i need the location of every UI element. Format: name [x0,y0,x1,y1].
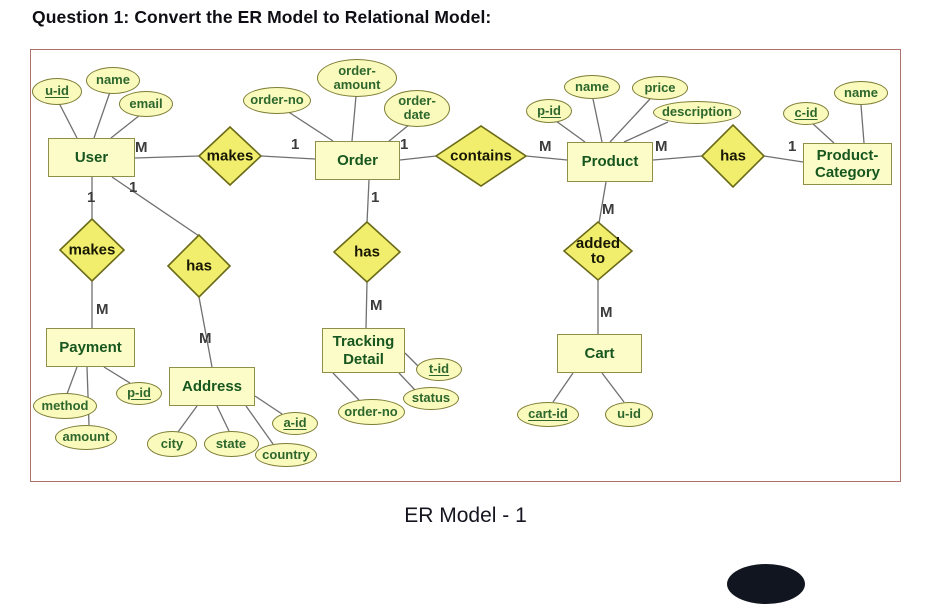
attribute-payment-method: method [33,393,97,419]
attribute-cart-u-id: u-id [605,401,653,427]
attribute-order-order-date: order-date [384,89,450,127]
attribute-tracking-detail-t-id: t-id [416,357,462,381]
cardinality-user-makes-payment: 1 [87,189,96,206]
attribute-user-name: name [86,66,140,94]
cardinality-added-to-cart: M [600,304,613,321]
cardinality-user-has-address: 1 [129,179,138,196]
webcam-overlay-shape [727,564,805,604]
attribute-address-country: country [255,443,317,467]
attribute-tracking-detail-status: status [403,386,459,410]
relationship-label-makes-user-payment: makes [68,241,116,259]
attribute-product-description: description [653,100,741,124]
cardinality-product-added-to: M [602,201,615,218]
attribute-payment-amount: amount [55,424,117,450]
relationship-label-contains-order-product: contains [450,147,512,165]
relationship-label-has-user-address: has [186,257,212,275]
attribute-address-city: city [147,431,197,457]
attribute-product-category-c-id: c-id [783,101,829,125]
attribute-order-order-amount: order-amount [317,59,397,97]
attribute-product-price: price [632,76,688,100]
attribute-payment-p-id: p-id [116,381,162,405]
cardinality-has-address: M [199,330,212,347]
attribute-address-a-id: a-id [272,411,318,435]
entity-user: User [48,138,135,177]
cardinality-has-tracking-detail: M [370,297,383,314]
relationship-label-has-product-category: has [720,147,746,165]
entity-order: Order [315,141,400,180]
entity-product-category: Product-Category [803,143,892,185]
entity-product: Product [567,142,653,182]
relationship-label-added-to-product-cart: added to [575,235,621,267]
attribute-product-name: name [564,75,620,99]
attribute-address-state: state [203,431,259,457]
cardinality-order-has-tracking: 1 [371,189,380,206]
attribute-product-p-id: p-id [526,99,572,123]
attribute-tracking-detail-order-no: order-no [337,399,405,425]
attribute-user-email: email [119,91,173,117]
entity-address: Address [169,367,255,406]
cardinality-has-product-category: 1 [788,138,797,155]
cardinality-makes-order: 1 [291,136,300,153]
entity-payment: Payment [46,328,135,367]
cardinality-user-makes: M [135,139,148,156]
relationship-label-has-order-tracking: has [354,243,380,261]
cardinality-order-contains: 1 [400,136,409,153]
figure-caption: ER Model - 1 [404,504,527,527]
page: Question 1: Convert the ER Model to Rela… [30,7,901,604]
entity-tracking-detail: Tracking Detail [322,328,405,373]
attribute-cart-cart-id: cart-id [517,401,579,427]
attribute-order-order-no: order-no [243,86,311,114]
relationship-label-makes-user-order: makes [206,147,254,165]
question-title: Question 1: Convert the ER Model to Rela… [32,7,492,27]
cardinality-product-has: M [655,138,668,155]
attribute-user-u-id: u-id [32,77,82,105]
cardinality-contains-product: M [539,138,552,155]
attribute-product-category-name: name [834,81,888,105]
cardinality-makes-payment: M [96,301,109,318]
entity-cart: Cart [557,334,642,373]
